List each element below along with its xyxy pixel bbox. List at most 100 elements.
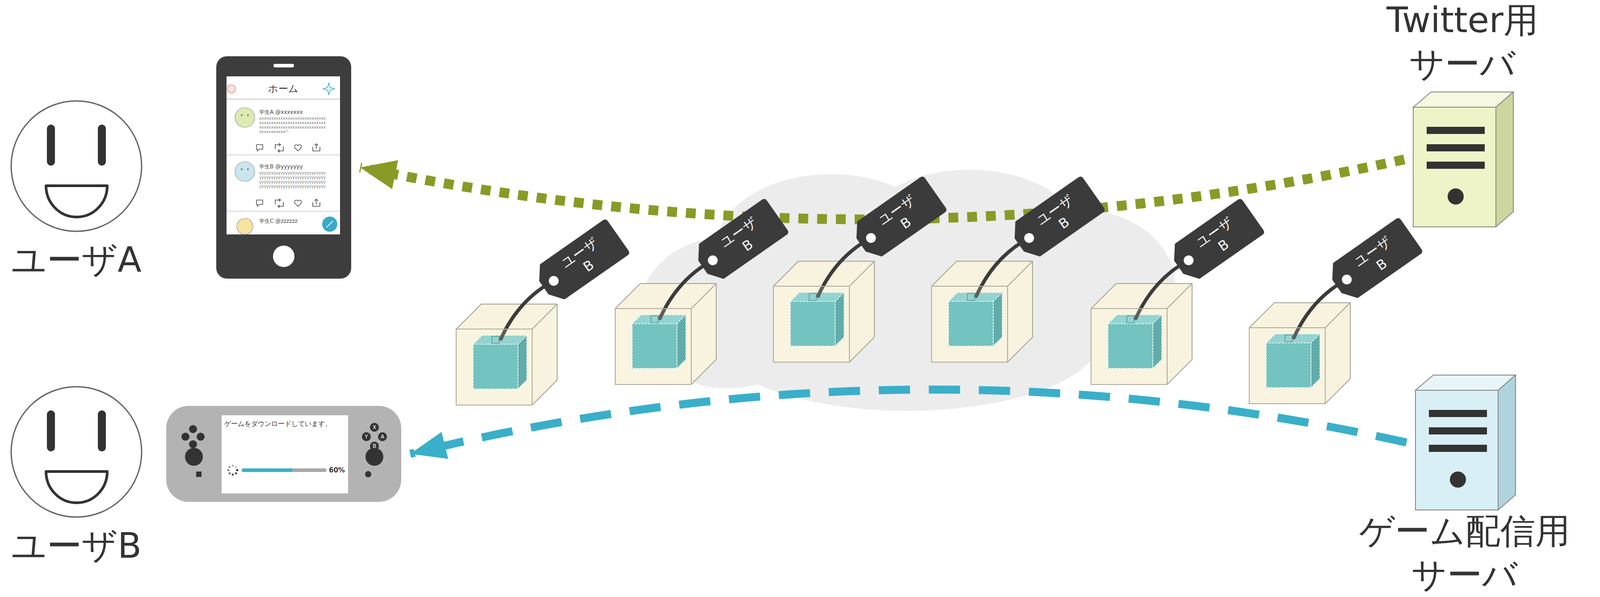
- game-console-part: [241, 468, 327, 473]
- packet-node: ユーザ B: [1091, 283, 1193, 385]
- post-body: xxxxxxxxxxxxxxxxxxxxxxxxxxxx xxxxxxxxxxx…: [259, 116, 339, 135]
- arrow-head: [410, 432, 449, 459]
- game-console-part: [221, 415, 349, 494]
- packet-icon-part: [1181, 253, 1196, 268]
- game-console-part: [377, 432, 387, 442]
- game-console-part: [361, 423, 387, 451]
- packet-icon-part: [456, 304, 558, 406]
- smartphone-part: [256, 144, 263, 152]
- server-icon-part: [1415, 390, 1499, 511]
- packet-icon-part: [456, 304, 558, 406]
- game-console-part: [369, 423, 379, 433]
- smiley-face-part: [46, 471, 108, 504]
- game-console-part: [227, 469, 230, 472]
- game-console-part: [235, 466, 238, 469]
- smartphone-part: [256, 198, 320, 208]
- packet-icon-part: [931, 286, 1008, 363]
- smartphone-part: [272, 245, 295, 268]
- server-icon-part: [1428, 445, 1487, 453]
- packet-icon-part: [1249, 327, 1326, 404]
- packet-icon-part: [531, 218, 631, 306]
- packet-icon-part: [615, 283, 717, 385]
- arrow-head: [360, 160, 399, 190]
- server-icon: [1413, 92, 1514, 227]
- smartphone-part: [226, 76, 341, 235]
- smiley-face-part: [46, 410, 55, 452]
- server-node: ゲーム配信用 サーバ: [1415, 375, 1516, 511]
- smiley-face-part: [97, 410, 106, 452]
- packet-icon: [615, 283, 717, 385]
- packet-icon-part: [615, 308, 692, 385]
- phone-node: ホーム学生A @xxxxxxxxxxxxxxxxxxxxxxxxxxxxxxxx…: [216, 56, 352, 279]
- packet-icon-part: [864, 231, 878, 246]
- packet-node: ユーザ B: [615, 283, 717, 385]
- smartphone-part: [322, 216, 338, 232]
- game-console-part: [231, 474, 235, 477]
- smartphone-part: [326, 221, 333, 228]
- packet-icon-part: [1249, 302, 1351, 404]
- smartphone-part: [256, 200, 263, 207]
- packet-icon-part: [546, 274, 561, 289]
- smartphone-part: [226, 154, 341, 156]
- button-letter: X: [369, 423, 379, 433]
- smartphone-part: [294, 200, 302, 207]
- smiley-face: [10, 100, 143, 233]
- server-node: Twitter用 サーバ: [1413, 92, 1514, 227]
- packet-icon-part: [456, 329, 533, 406]
- face-node: ユーザB: [10, 386, 143, 519]
- packet-icon-part: [848, 175, 948, 263]
- packet-node: ユーザ B: [1249, 302, 1351, 404]
- button-letter: Y: [361, 432, 371, 442]
- cloud-shape: [638, 169, 1176, 412]
- smartphone-part: [256, 143, 320, 153]
- game-console-part: [166, 406, 402, 503]
- game-console-part: [181, 425, 205, 449]
- server-icon-part: [1426, 144, 1485, 152]
- user-label: ユーザB: [0, 523, 189, 569]
- packet-icon-part: [1091, 283, 1193, 385]
- packet-icon: [1091, 283, 1193, 385]
- packet-icon-part: [931, 261, 1033, 363]
- smartphone-part: [226, 98, 341, 100]
- packet-icon-part: [931, 261, 1033, 363]
- packet-icon-part: [531, 218, 631, 306]
- smartphone-part: [240, 114, 243, 117]
- packet-icon: [773, 261, 875, 363]
- post-body: yyyyyyyyyyyyyyyyyyyyyyyyyyyy yyyyyyyyyyy…: [259, 170, 339, 189]
- smartphone-part: [273, 63, 294, 68]
- smiley-face: [10, 386, 143, 519]
- packet-icon-part: [773, 261, 875, 363]
- game-console-part: [365, 448, 384, 467]
- server-icon-part: [1428, 427, 1487, 435]
- post-author: 学生C @zzzzzz: [259, 218, 298, 225]
- server-icon-part: [1449, 471, 1466, 488]
- server-icon-part: [1428, 410, 1487, 418]
- game-console-part: [181, 432, 190, 441]
- game-console-part: [241, 468, 293, 473]
- user-label: ユーザA: [0, 237, 189, 283]
- server-icon: [1415, 375, 1516, 511]
- packet-icon-part: [1324, 217, 1424, 305]
- button-letter: A: [377, 432, 387, 442]
- packet-icon-part: [705, 253, 720, 268]
- smartphone-part: [312, 143, 320, 152]
- smartphone-part: [235, 161, 255, 182]
- smartphone-part: [247, 114, 249, 117]
- game-console-part: [188, 440, 198, 449]
- smartphone-part: [226, 210, 341, 212]
- screen-title: ホーム: [226, 83, 341, 95]
- smartphone-part: [312, 199, 320, 207]
- packet-node: ユーザ B: [773, 261, 875, 363]
- status-text: ゲームをダウンロードしています。: [224, 419, 332, 429]
- packet-icon-part: [848, 175, 948, 263]
- packet-icon-part: [1166, 197, 1266, 286]
- server-label: Twitter用 サーバ: [1368, 0, 1557, 86]
- game-console-part: [184, 448, 203, 467]
- packet-icon-part: [1324, 217, 1424, 305]
- smiley-face-part: [11, 386, 142, 518]
- smartphone-part: [216, 56, 352, 279]
- game-console-part: [231, 465, 235, 468]
- game-console-part: [228, 466, 231, 469]
- button-letter: B: [369, 441, 379, 451]
